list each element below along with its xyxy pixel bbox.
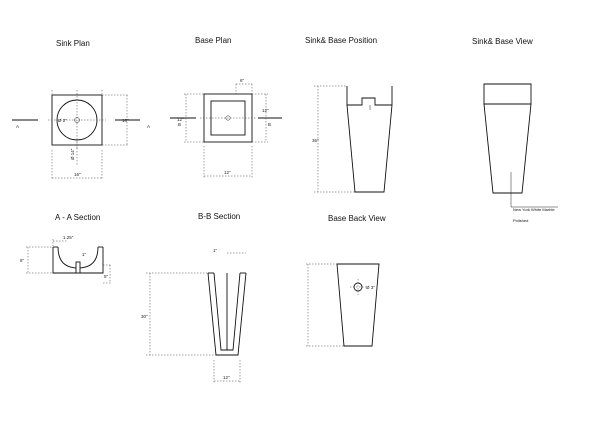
base-plan-right-dim: 12" <box>262 108 269 113</box>
sink-plan-right-dim: 16" <box>122 118 129 123</box>
base-plan-view: Base Plan B B 6" 12" 12" 12" <box>170 36 282 178</box>
drain-hole <box>74 117 80 123</box>
base-plan-left-dim: 12" <box>177 117 184 122</box>
base-back-outline <box>336 263 380 347</box>
aa-left-dim: 6" <box>20 258 25 263</box>
sink-plan-view: Sink Plan A A Ø 2" 16" Ø 14" 16" <box>12 39 150 180</box>
sink-base-position-view: Sink& Base Position 36" <box>305 36 393 193</box>
bb-top-dim: 1" <box>213 248 218 253</box>
sink-base-view: Sink& Base View New York White Marble Po… <box>472 37 558 223</box>
sink-plan-title: Sink Plan <box>56 39 90 48</box>
pedestal-outline <box>346 104 393 193</box>
base-plan-title: Base Plan <box>195 36 231 45</box>
sink-dia-dim: Ø 14" <box>70 148 75 160</box>
sink-base-position-title: Sink& Base Position <box>305 36 377 45</box>
sink-top-face <box>483 83 532 105</box>
sink-plan-bottom-dim: 16" <box>74 172 81 177</box>
position-height-dim: 36" <box>312 138 319 143</box>
aa-section-view: A - A Section 1.25" 6" 5" 1" <box>20 213 112 284</box>
aa-top-dim: 1.25" <box>63 235 74 240</box>
back-hole-dim: Ø 3" <box>366 285 375 290</box>
bb-outer <box>207 272 247 356</box>
material-label: New York White Marble <box>513 207 555 212</box>
base-back-view: Base Back View Ø 3" <box>306 214 386 347</box>
bb-height-dim: 30" <box>141 314 148 319</box>
bb-section-view: B-B Section 1" 30" 12" <box>141 212 247 383</box>
bb-section-title: B-B Section <box>198 212 240 221</box>
section-marker-b-right: B <box>268 122 271 127</box>
back-hole <box>353 282 363 292</box>
aa-mid-dim: 1" <box>82 252 87 257</box>
section-marker-right: A <box>147 124 150 129</box>
sink-bowl-section <box>346 86 393 106</box>
bb-bottom-dim: 12" <box>223 375 230 380</box>
sink-base-view-title: Sink& Base View <box>472 37 533 46</box>
section-marker-left: A <box>16 124 19 129</box>
finish-label: Polished <box>513 218 528 223</box>
base-plan-bottom-dim: 12" <box>224 170 231 175</box>
aa-right-dim: 5" <box>104 274 109 279</box>
base-plan-top-dim: 6" <box>240 78 245 83</box>
pedestal-face <box>483 103 532 194</box>
aa-section-title: A - A Section <box>55 213 100 222</box>
base-back-view-title: Base Back View <box>328 214 386 223</box>
drain-dim: Ø 2" <box>58 118 67 123</box>
section-marker-b-left: B <box>178 122 181 127</box>
